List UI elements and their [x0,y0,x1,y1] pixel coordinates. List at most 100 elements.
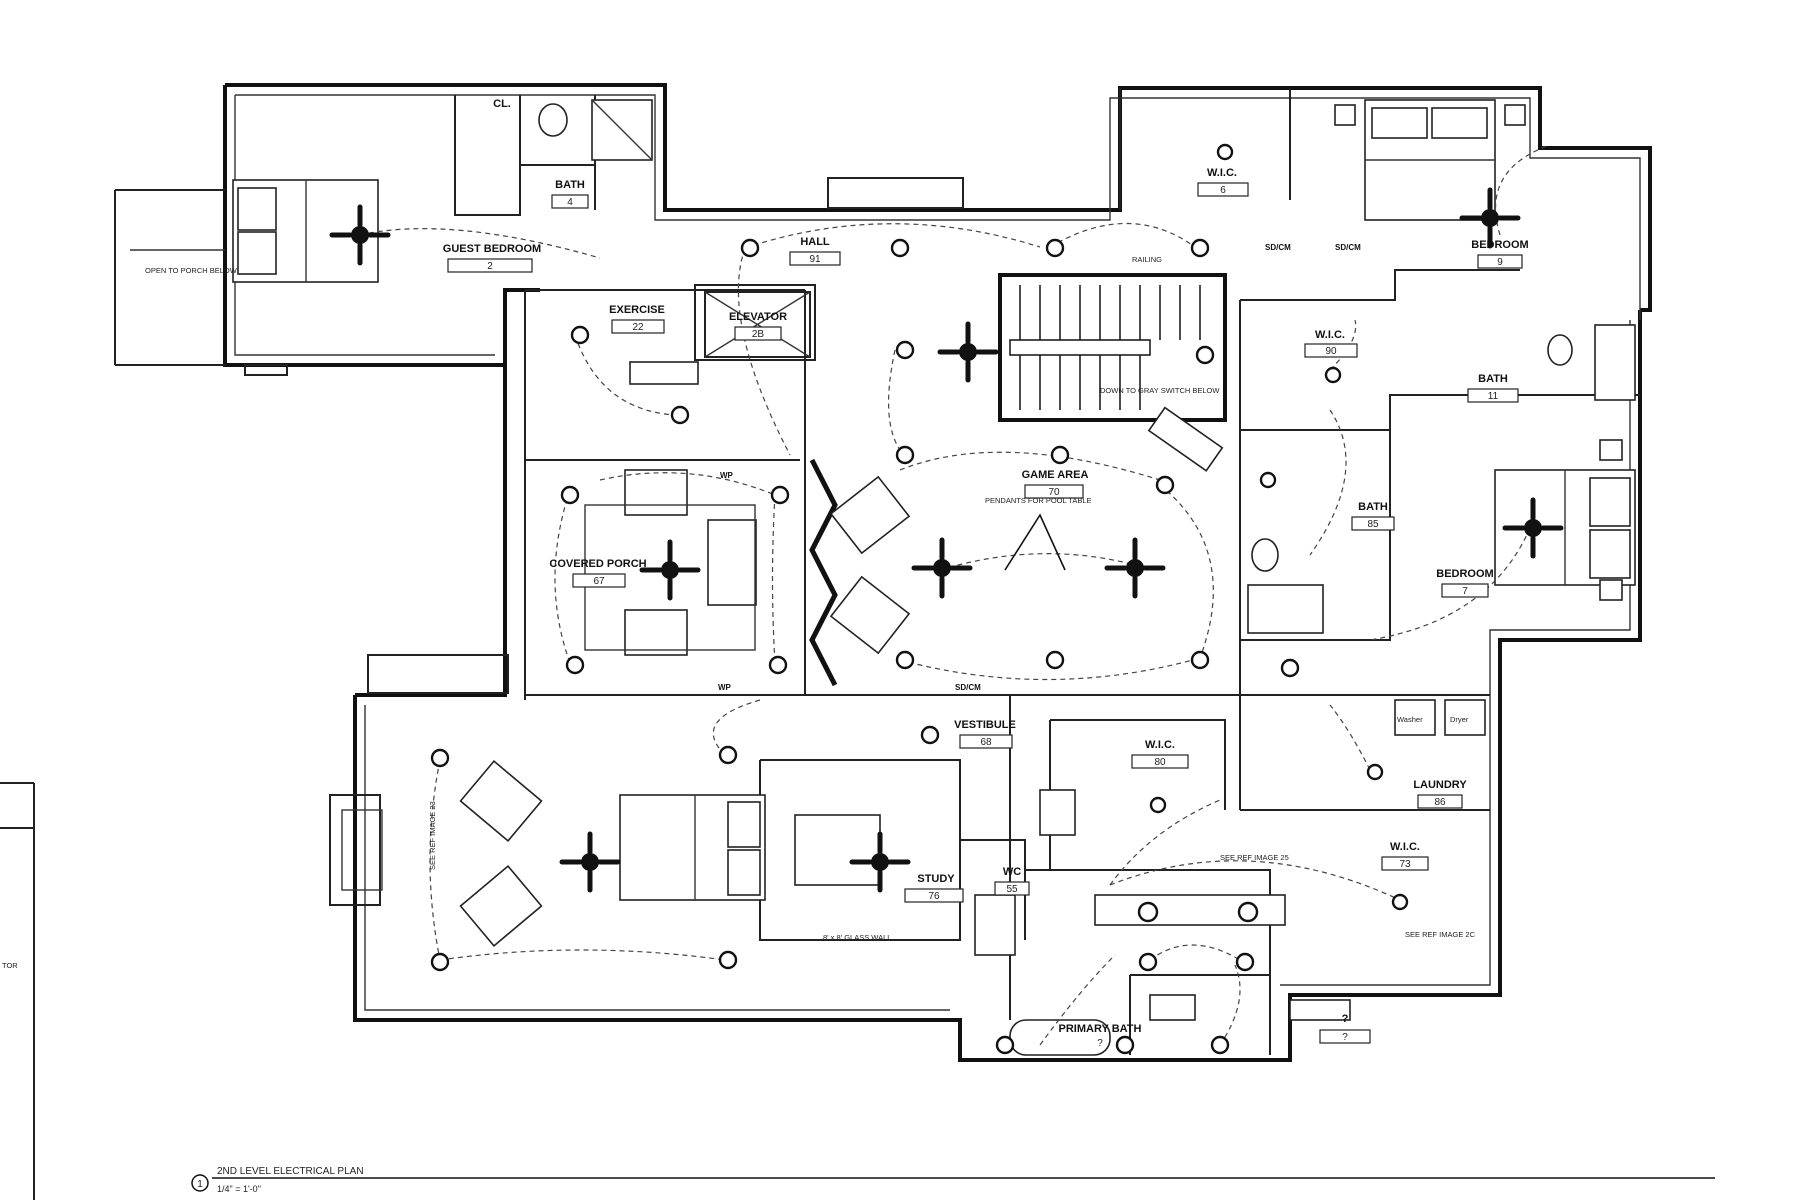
ceiling-light [1137,901,1159,923]
ceiling-light [740,238,760,258]
room-label-elevator: ELEVATOR [729,311,787,323]
drawing-title-text: 2ND LEVEL ELECTRICAL PLAN [217,1166,364,1177]
note-washer: Washer [1397,715,1423,724]
ceiling-light [430,748,450,768]
title-block-text: TOR [2,961,18,970]
note-open-to-porch: OPEN TO PORCH BELOW [145,266,238,275]
room-label-bedroom-9: BEDROOM [1471,239,1528,251]
ceiling-light [570,325,590,345]
ceiling-fan-icon [1459,187,1521,249]
ceiling-fans [329,187,1564,893]
note-see-ref-23: SEE REF IMAGE 23 [428,801,437,870]
room-label-hall: HALL [800,236,830,248]
room-number-unknown: ? [1342,1032,1348,1043]
switch-label: SD/CM [955,683,981,692]
switch-label: WP [720,471,734,480]
room-label-study: STUDY [917,873,955,885]
ceiling-light [920,725,940,745]
light-fixtures [430,143,1409,1055]
ceiling-light [770,485,790,505]
ceiling-fan-icon [639,539,701,601]
ceiling-light [565,655,585,675]
ceiling-light [1210,1035,1230,1055]
ceiling-light [1324,366,1342,384]
ceiling-light [1280,658,1300,678]
ceiling-light [1190,650,1210,670]
ceiling-light [895,445,915,465]
ceiling-light [1391,893,1409,911]
title-block-edge: TOR [0,782,35,1200]
ceiling-light [1045,650,1065,670]
stair [998,273,1227,472]
ceiling-light [890,238,910,258]
note-see-ref-25: SEE REF IMAGE 25 [1220,853,1289,862]
ceiling-fan-icon [937,321,999,383]
room-label-wic-80: W.I.C. [1145,739,1175,751]
ceiling-fan-icon [911,537,973,599]
pool-pendants [1004,513,1066,571]
room-label-unknown: ? [1342,1013,1349,1025]
room-label-guest-bedroom: GUEST BEDROOM [443,243,541,255]
ceiling-light [895,650,915,670]
note-pendants: PENDANTS FOR POOL TABLE [985,496,1092,505]
room-number-primary-bath: ? [1097,1038,1103,1049]
room-label-primary-bath: PRIMARY BATH [1059,1023,1142,1035]
ceiling-light [1115,1035,1135,1055]
drawing-scale-text: 1/4" = 1'-0" [217,1184,261,1194]
switch-labels: SD/CM SD/CM SD/CM WP WP [718,243,1361,692]
room-number-vestibule: 68 [980,737,992,748]
room-number-wic-80: 80 [1154,757,1166,768]
ceiling-light [1045,238,1065,258]
ceiling-light [1216,143,1234,161]
switch-label: SD/CM [1335,243,1361,252]
room-label-laundry: LAUNDRY [1413,779,1467,791]
ceiling-fan-icon [559,831,621,893]
ceiling-light [560,485,580,505]
room-number-exercise: 22 [632,322,644,333]
room-number-wic-90: 90 [1325,346,1337,357]
ceiling-light [1235,952,1255,972]
note-dryer: Dryer [1450,715,1469,724]
room-number-bath-85: 85 [1367,519,1379,530]
room-label-vestibule: VESTIBULE [954,719,1016,731]
room-label-game-area: GAME AREA [1022,469,1089,481]
note-railing: RAILING [1132,255,1162,264]
room-label-covered-porch: COVERED PORCH [549,558,646,570]
ceiling-light [1155,475,1175,495]
drawing-title: 1 2ND LEVEL ELECTRICAL PLAN 1/4" = 1'-0" [191,1166,1715,1194]
circuit-wiring [359,144,1551,1046]
room-labels: CL. BATH 4 GUEST BEDROOM 2 HALL 91 EXERC… [443,98,1529,1049]
note-glass-wall: 8' x 8' GLASS WALL [823,933,891,942]
room-label-wic-73: W.I.C. [1390,841,1420,853]
ceiling-light [895,340,915,360]
ceiling-light [1259,471,1277,489]
ceiling-light [995,1035,1015,1055]
note-see-ref-2c: SEE REF IMAGE 2C [1405,930,1476,939]
room-number-bath-4: 4 [567,197,573,208]
ceiling-light [1237,901,1259,923]
room-label-bath-11: BATH [1478,373,1508,385]
ceiling-light [718,745,738,765]
room-label-bath-85: BATH [1358,501,1388,513]
ceiling-light [1366,763,1384,781]
room-label-closet: CL. [493,98,511,110]
room-number-elevator: 2B [752,329,765,340]
ceiling-fan-icon [1104,537,1166,599]
room-number-bath-11: 11 [1488,391,1499,402]
drawing-callout-number: 1 [197,1179,203,1190]
ceiling-light [768,655,788,675]
ceiling-light [718,950,738,970]
room-number-bedroom-7: 7 [1462,586,1468,597]
room-number-wc: 55 [1006,884,1018,895]
room-number-guest-bedroom: 2 [487,261,493,272]
switch-label: SD/CM [1265,243,1291,252]
plan-notes: OPEN TO PORCH BELOW RAILING DOWN TO GRAY… [145,255,1476,942]
room-label-exercise: EXERCISE [609,304,665,316]
room-label-wic-90: W.I.C. [1315,329,1345,341]
room-number-wic-6: 6 [1220,185,1226,196]
room-number-study: 76 [928,891,940,902]
room-label-bath-4: BATH [555,179,585,191]
room-label-wic-6: W.I.C. [1207,167,1237,179]
room-number-game-area: 70 [1048,487,1060,498]
folding-glass-wall [809,458,838,687]
